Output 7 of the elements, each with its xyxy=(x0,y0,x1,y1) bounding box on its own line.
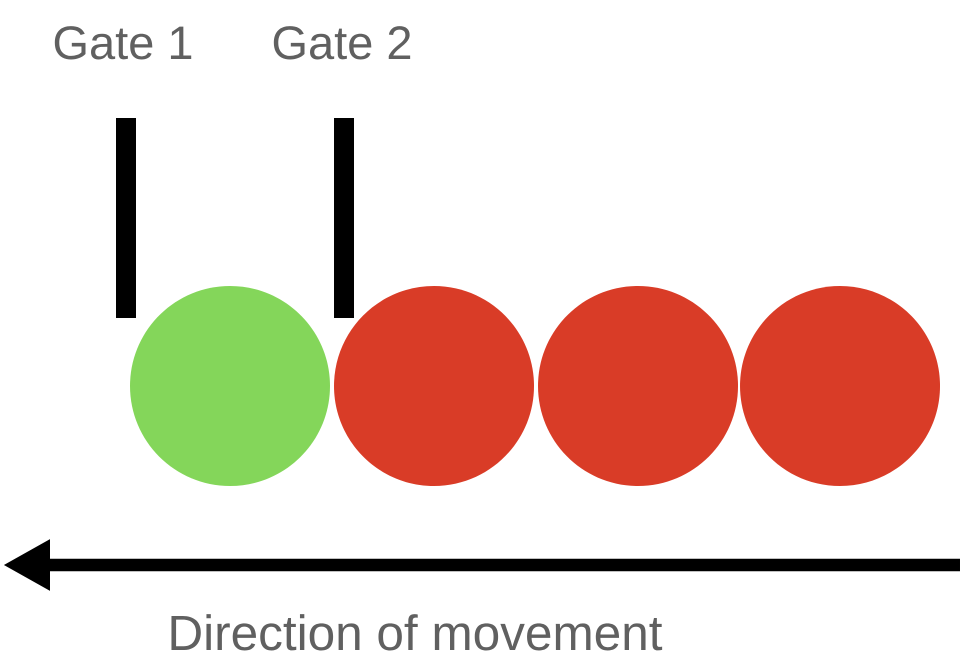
ball xyxy=(130,286,330,486)
gate-label: Gate 2 xyxy=(274,26,410,60)
ball xyxy=(334,286,534,486)
ball xyxy=(538,286,738,486)
ball xyxy=(740,286,940,486)
direction-label: Direction of movement xyxy=(171,614,662,650)
gate-label: Gate 1 xyxy=(54,26,192,60)
